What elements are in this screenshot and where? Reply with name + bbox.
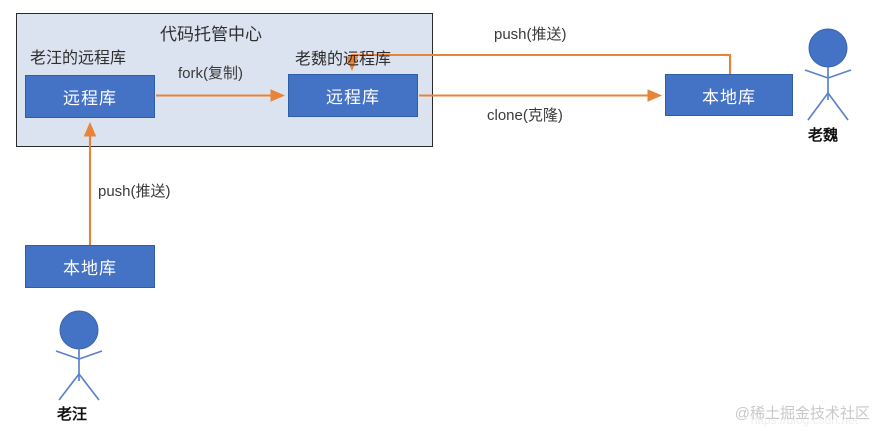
edge-label-push-laowang: push(推送) [98, 183, 171, 200]
node-local-repo-laowei[interactable]: 本地库 [665, 74, 793, 116]
actor-laowang-figure [55, 310, 103, 401]
actor-laowei-figure [804, 28, 852, 121]
actor-label-laowei: 老魏 [808, 127, 839, 144]
watermark-url: https://blog.csdn.net [750, 413, 858, 427]
edge-label-fork: fork(复制) [178, 65, 243, 82]
edge-label-clone: clone(克隆) [487, 107, 563, 124]
caption-remote-wang: 老汪的远程库 [30, 50, 127, 67]
caption-remote-wei: 老魏的远程库 [295, 51, 392, 68]
actor-label-laowang: 老汪 [57, 406, 88, 423]
node-remote-repo-laowei[interactable]: 远程库 [288, 74, 418, 117]
edge-label-push-laowei: push(推送) [494, 26, 567, 43]
node-local-repo-laowang[interactable]: 本地库 [25, 245, 155, 288]
hosting-center-title: 代码托管中心 [160, 25, 262, 44]
edge-push-wei [345, 53, 732, 74]
node-remote-repo-laowang[interactable]: 远程库 [25, 75, 155, 118]
watermark-text: @稀土掘金技术社区 [734, 405, 870, 422]
